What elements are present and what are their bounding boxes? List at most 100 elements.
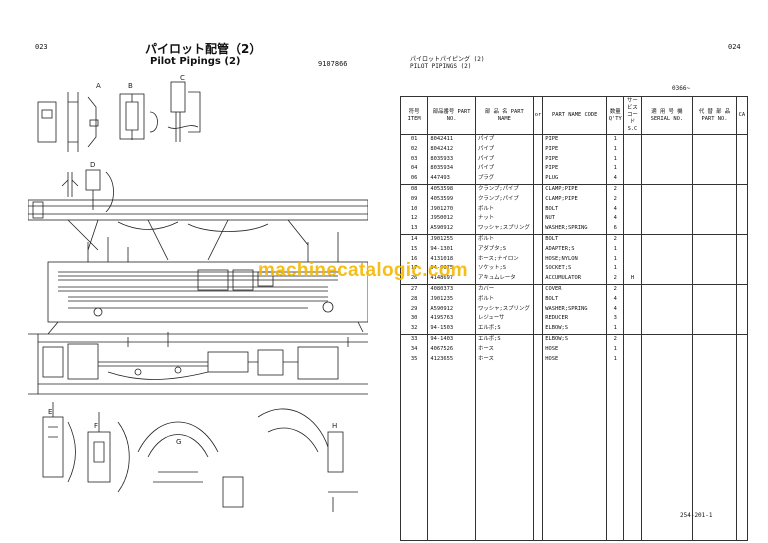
cell-service-code [623,344,642,355]
cell-or [532,264,544,275]
cell-serial [640,204,694,215]
table-empty-area [399,364,749,542]
cell-qty: 1 [606,354,625,365]
cell-alt-part [692,224,737,235]
cell-ca [735,254,749,265]
cell-ca [735,304,749,315]
cell-or [532,344,544,355]
cell-name-jp: ワッシャ;スプリング [474,304,534,315]
empty-cell [640,364,694,542]
cell-name-en: ACCUMULATOR [542,274,608,285]
cell-part-no: A590912 [427,224,476,235]
cell-or [532,234,544,245]
cell-name-en: SOCKET;S [542,264,608,275]
cell-part-no: 94-1403 [427,334,476,345]
cell-alt-part [692,214,737,225]
detail-h [222,408,358,512]
parts-header-jp: パイロットパイピング (2) [410,56,485,63]
cell-alt-part [692,354,737,365]
cell-name-jp: ボルト [474,234,534,245]
cell-service-code [623,284,642,295]
cell-item: 03 [399,154,429,165]
cell-or [532,334,544,345]
cell-ca [735,334,749,345]
cell-ca [735,194,749,205]
cell-qty: 1 [606,154,625,165]
cell-service-code [623,194,642,205]
cell-serial [640,154,694,165]
callout-h: H [332,422,337,430]
cell-name-en: WASHER;SPRING [542,224,608,235]
cell-alt-part [692,154,737,165]
cell-item: 28 [399,294,429,305]
detail-e [42,402,76,483]
cell-alt-part [692,164,737,175]
diagram-title-jp: パイロット配管（2） [145,42,262,56]
col-part-name-en: PART NAME CODE [542,96,608,135]
cell-name-en: ELBOW;S [542,334,608,345]
cell-or [532,134,544,145]
cell-item: 34 [399,344,429,355]
cell-part-no: J901270 [427,204,476,215]
col-ca: CA [735,96,749,135]
cell-name-en: REDUCER [542,314,608,325]
cell-alt-part [692,254,737,265]
cell-ca [735,214,749,225]
footer-code: 254-201-1 [680,512,713,519]
cell-service-code [623,334,642,345]
cell-qty: 2 [606,334,625,345]
cell-or [532,274,544,285]
left-page-number: 023 [35,43,48,51]
cell-serial [640,354,694,365]
cell-ca [735,164,749,175]
cell-serial [640,294,694,305]
callout-g: G [176,438,181,446]
cell-service-code [623,164,642,175]
detail-f [87,412,130,493]
cell-name-jp: パイプ [474,144,534,155]
cell-part-no: 8042411 [427,134,476,145]
cell-alt-part [692,194,737,205]
empty-cell [623,364,642,542]
cell-name-en: PLUG [542,174,608,185]
cell-alt-part [692,314,737,325]
empty-cell [735,364,749,542]
parts-list-table: 符号 ITEM 部品番号 PART NO. 部 品 名 PART NAME or… [399,96,749,542]
cell-serial [640,304,694,315]
cell-serial [640,244,694,255]
cell-service-code [623,254,642,265]
cell-service-code [623,304,642,315]
cell-or [532,244,544,255]
cell-alt-part [692,284,737,295]
cell-name-jp: ナット [474,214,534,225]
cell-ca [735,294,749,305]
cell-name-jp: レジューサ [474,314,534,325]
cell-part-no: J950012 [427,214,476,225]
cell-alt-part [692,234,737,245]
cell-serial [640,194,694,205]
cell-ca [735,174,749,185]
cell-qty: 1 [606,144,625,155]
cell-part-no: 94-1503 [427,324,476,335]
cell-name-en: ADAPTER;S [542,244,608,255]
cell-name-jp: パイプ [474,134,534,145]
cell-ca [735,344,749,355]
cell-ca [735,244,749,255]
cell-part-no: 4195763 [427,314,476,325]
cell-alt-part [692,134,737,145]
cell-or [532,354,544,365]
cell-item: 17 [399,264,429,275]
upper-frame [28,199,368,261]
cell-name-jp: カバー [474,284,534,295]
cell-item: 13 [399,224,429,235]
cell-name-en: HOSE [542,354,608,365]
cell-qty: 2 [606,284,625,295]
